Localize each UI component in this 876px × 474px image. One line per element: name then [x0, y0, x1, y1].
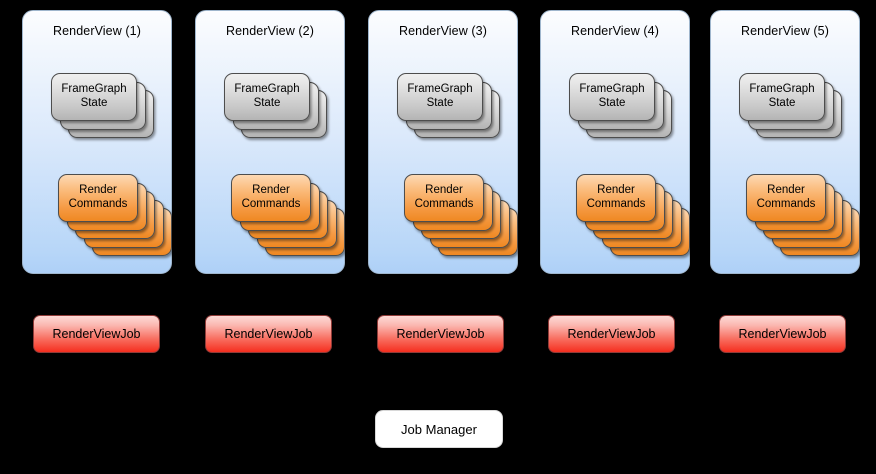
render-view-panel-title: RenderView (5) — [740, 24, 829, 38]
render-view-job-label: RenderViewJob — [396, 327, 485, 341]
render-view-panel-3: RenderView (3) FrameGraphStateFrameGraphS… — [368, 10, 518, 274]
framegraph-state-stack: FrameGraphStateFrameGraphStateFrameGraph… — [224, 73, 327, 145]
framegraph-state-stack: FrameGraphStateFrameGraphStateFrameGraph… — [739, 73, 842, 145]
job-manager-label: Job Manager — [401, 421, 477, 437]
render-view-panel-4: RenderView (4) FrameGraphStateFrameGraphS… — [540, 10, 690, 274]
render-view-panel-title: RenderView (4) — [570, 24, 659, 38]
render-commands-stack: RenderCommandsRenderCommandsRenderComman… — [58, 174, 172, 274]
render-view-panel-2: RenderView (2) FrameGraphStateFrameGraphS… — [195, 10, 345, 274]
render-view-job-label: RenderViewJob — [52, 327, 141, 341]
render-commands-stack: RenderCommandsRenderCommandsRenderComman… — [746, 174, 860, 274]
render-view-job-label: RenderViewJob — [567, 327, 656, 341]
render-view-job-4: RenderViewJob — [548, 315, 675, 353]
render-view-job-label: RenderViewJob — [224, 327, 313, 341]
render-view-panel-title: RenderView (1) — [52, 24, 141, 38]
job-manager-box: Job Manager — [375, 410, 503, 448]
framegraph-state-stack: FrameGraphStateFrameGraphStateFrameGraph… — [397, 73, 500, 145]
render-view-panel-5: RenderView (5) FrameGraphStateFrameGraphS… — [710, 10, 860, 274]
render-view-panel-title: RenderView (3) — [398, 24, 487, 38]
render-commands-stack: RenderCommandsRenderCommandsRenderComman… — [576, 174, 690, 274]
render-commands-stack: RenderCommandsRenderCommandsRenderComman… — [404, 174, 518, 274]
render-view-job-label: RenderViewJob — [738, 327, 827, 341]
render-view-job-2: RenderViewJob — [205, 315, 332, 353]
render-view-job-5: RenderViewJob — [719, 315, 846, 353]
render-view-panel-1: RenderView (1) FrameGraphStateFrameGraphS… — [22, 10, 172, 274]
render-view-job-1: RenderViewJob — [33, 315, 160, 353]
framegraph-state-stack: FrameGraphStateFrameGraphStateFrameGraph… — [51, 73, 154, 145]
render-view-panel-title: RenderView (2) — [225, 24, 314, 38]
render-view-job-3: RenderViewJob — [377, 315, 504, 353]
framegraph-state-stack: FrameGraphStateFrameGraphStateFrameGraph… — [569, 73, 672, 145]
render-commands-stack: RenderCommandsRenderCommandsRenderComman… — [231, 174, 345, 274]
